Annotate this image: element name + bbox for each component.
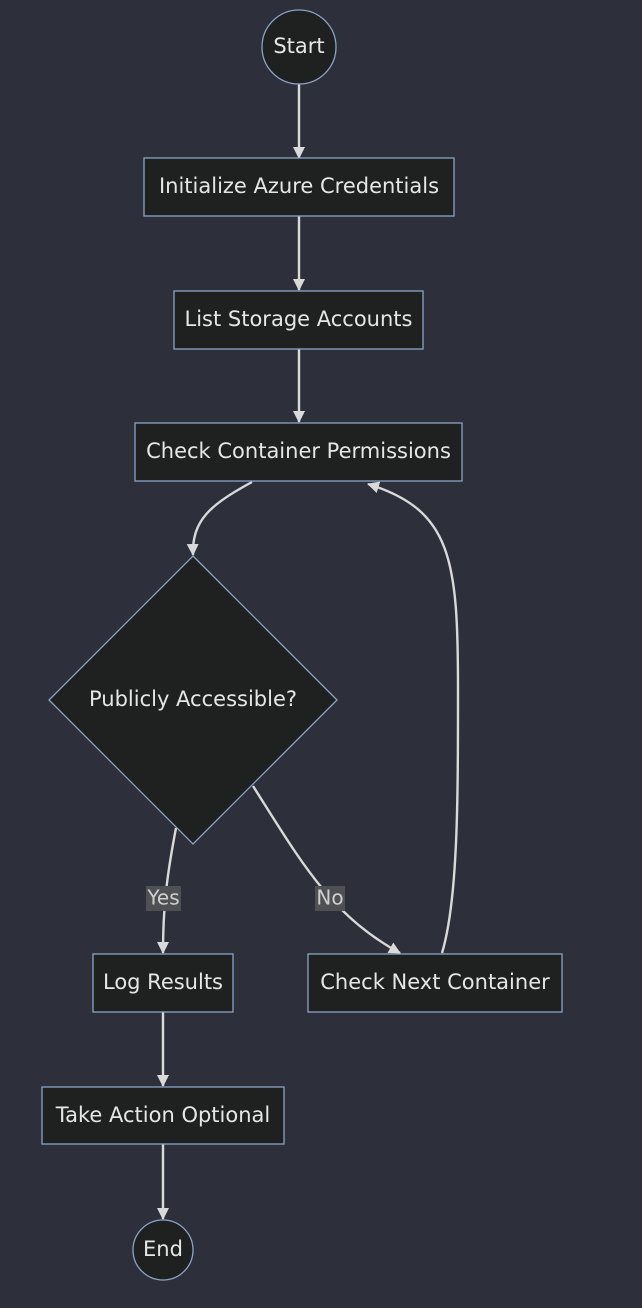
node-log-results-label: Log Results [103, 970, 223, 994]
edge-decision-no-to-next [251, 785, 401, 955]
node-init-credentials-label: Initialize Azure Credentials [159, 174, 439, 198]
node-check-next: Check Next Container [307, 953, 563, 1013]
edge-check-to-decision [186, 480, 253, 556]
node-list-accounts: List Storage Accounts [173, 290, 424, 350]
node-list-accounts-label: List Storage Accounts [185, 307, 413, 331]
node-init-credentials: Initialize Azure Credentials [143, 157, 455, 217]
edge-next-to-check-loop [367, 481, 460, 954]
node-start-label: Start [273, 34, 324, 58]
node-log-results: Log Results [92, 953, 234, 1013]
edge-label-yes-text: Yes [146, 886, 179, 910]
node-check-permissions-label: Check Container Permissions [146, 439, 451, 463]
node-publicly-accessible: Publicly Accessible? [48, 555, 338, 845]
node-take-action-label: Take Action Optional [55, 1103, 270, 1127]
edge-label-yes: Yes [146, 886, 181, 911]
edge-label-no-text: No [316, 886, 343, 910]
node-end: End [132, 1219, 194, 1281]
edge-label-no: No [315, 886, 345, 911]
node-check-permissions: Check Container Permissions [134, 422, 463, 482]
node-start: Start [261, 9, 337, 85]
node-take-action: Take Action Optional [41, 1086, 285, 1145]
node-end-label: End [143, 1237, 183, 1261]
node-check-next-label: Check Next Container [320, 970, 550, 994]
node-publicly-accessible-label: Publicly Accessible? [89, 687, 297, 711]
